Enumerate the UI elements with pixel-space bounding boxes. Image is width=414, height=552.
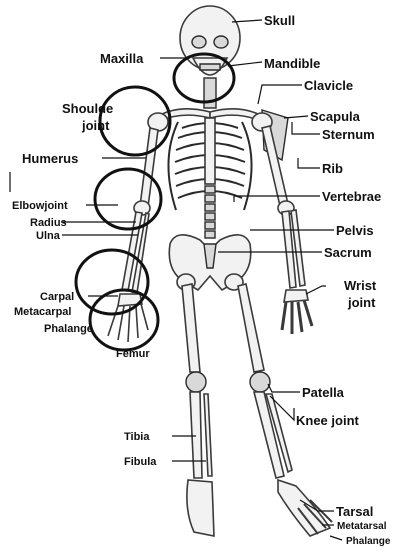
label-scapula: Scapula [310,109,361,124]
label-wrist-joint-line1: Wrist [344,278,377,293]
label-patella: Patella [302,385,345,400]
label-radius: Radius [30,217,67,229]
label-pelvis: Pelvis [336,223,374,238]
label-tibia: Tibia [124,431,150,443]
label-knee-joint: Knee joint [296,413,360,428]
label-wrist-joint-line2: joint [347,295,376,310]
label-skull: Skull [264,13,295,28]
label-humerus: Humerus [22,151,78,166]
label-sacrum: Sacrum [324,245,372,260]
label-phalange-hand: Phalange [44,323,93,335]
label-metacarpal: Metacarpal [14,306,71,318]
label-carpal: Carpal [40,291,74,303]
label-ulna: Ulna [36,230,61,242]
label-vertebrae: Vertebrae [322,189,381,204]
label-phalange-foot: Phalange [346,536,391,547]
label-clavicle: Clavicle [304,78,353,93]
label-metatarsal: Metatarsal [337,521,387,532]
label-fibula: Fibula [124,456,157,468]
label-maxilla: Maxilla [100,51,144,66]
label-mandible: Mandible [264,56,320,71]
label-sternum: Sternum [322,127,375,142]
label-femur: Femur [116,348,150,360]
label-tarsal: Tarsal [336,504,373,519]
label-elbow-joint: Elbowjoint [12,200,68,212]
label-shoulder-joint-line1: Shoulde [62,101,113,116]
elbow-highlight-circle [95,169,161,229]
label-shoulder-joint-line2: joint [81,118,110,133]
label-rib: Rib [322,161,343,176]
